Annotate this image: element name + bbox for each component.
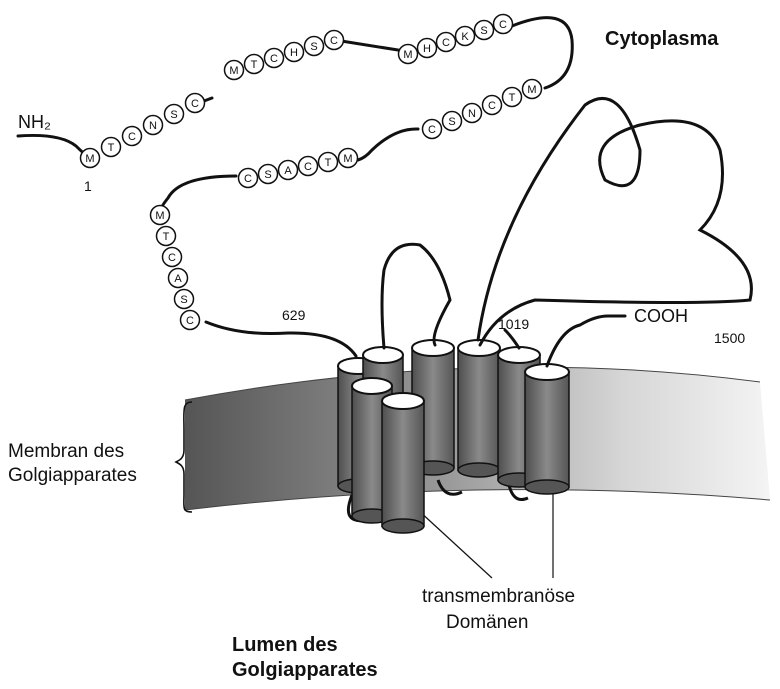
chain-c-terminal	[547, 316, 625, 366]
amino-acid-letter: H	[290, 47, 298, 59]
chain-loop-2	[478, 98, 751, 345]
helix-4	[458, 340, 500, 477]
membrane-label-line1: Membran des	[8, 441, 124, 463]
lumen-label-line1: Lumen des	[232, 634, 338, 657]
lumen-label-line2: Golgiapparates	[232, 659, 378, 682]
helix-8	[382, 393, 424, 533]
amino-acid-letter: T	[251, 59, 258, 71]
amino-acid-letter: C	[428, 124, 436, 136]
amino-acid-letter: C	[442, 37, 450, 49]
amino-acid-letter: C	[330, 35, 338, 47]
amino-acid-letter: S	[480, 25, 487, 37]
amino-acid-letter: C	[128, 131, 136, 143]
amino-acid-letter: M	[85, 153, 94, 165]
amino-acid-letter: C	[191, 98, 199, 110]
amino-acid-letter: N	[468, 108, 476, 120]
c-terminus-label: COOH	[634, 306, 688, 327]
position-1019-label: 1019	[498, 316, 529, 332]
amino-acid-letter: S	[170, 109, 177, 121]
amino-acid-letter: T	[108, 142, 115, 154]
amino-acid-letter: S	[180, 294, 187, 306]
amino-acid-letter: C	[304, 161, 312, 173]
amino-acid-letter: A	[174, 273, 182, 285]
tm-pointer-lines	[418, 490, 553, 578]
amino-acid-letter: C	[244, 173, 252, 185]
amino-acid-letter: M	[403, 49, 412, 61]
chain-loop-1	[382, 244, 450, 348]
amino-acid-letter: M	[229, 65, 238, 77]
amino-acid-letter: S	[310, 41, 317, 53]
amino-acid-letter: N	[149, 120, 157, 132]
amino-acid-letter: A	[284, 165, 292, 177]
position-629-label: 629	[282, 307, 305, 323]
helix-6	[525, 364, 569, 494]
amino-acid-letter: C	[488, 100, 496, 112]
amino-acid-letter: M	[155, 210, 164, 222]
amino-acid-letter: T	[509, 92, 516, 104]
motif-4: CSNCTM	[423, 80, 542, 139]
membrane-label-line2: Golgiapparates	[8, 465, 137, 487]
amino-acid-letter: K	[461, 31, 469, 43]
amino-acid-letter: C	[270, 53, 278, 65]
amino-acid-letter: H	[423, 43, 431, 55]
amino-acid-letter: T	[163, 231, 170, 243]
amino-acid-letter: S	[448, 116, 455, 128]
transmembrane-helices	[338, 340, 569, 533]
amino-acid-letter: M	[343, 153, 352, 165]
amino-acid-letter: C	[186, 315, 194, 327]
motif-1: M T C N S C	[81, 94, 205, 168]
transmembrane-label-line2: Domänen	[446, 612, 528, 634]
amino-acid-letter: T	[325, 157, 332, 169]
position-1-label: 1	[84, 178, 92, 194]
position-1500-label: 1500	[714, 330, 745, 346]
amino-acid-letter: S	[264, 169, 271, 181]
amino-acid-letter: M	[527, 84, 536, 96]
transmembrane-label-line1: transmembranöse	[422, 586, 575, 608]
chain-n-terminal	[18, 135, 90, 158]
amino-acid-letter: C	[499, 19, 507, 31]
amino-acid-letter: C	[168, 252, 176, 264]
n-terminus-label: NH₂	[18, 112, 51, 133]
cytoplasm-label: Cytoplasma	[605, 28, 718, 51]
